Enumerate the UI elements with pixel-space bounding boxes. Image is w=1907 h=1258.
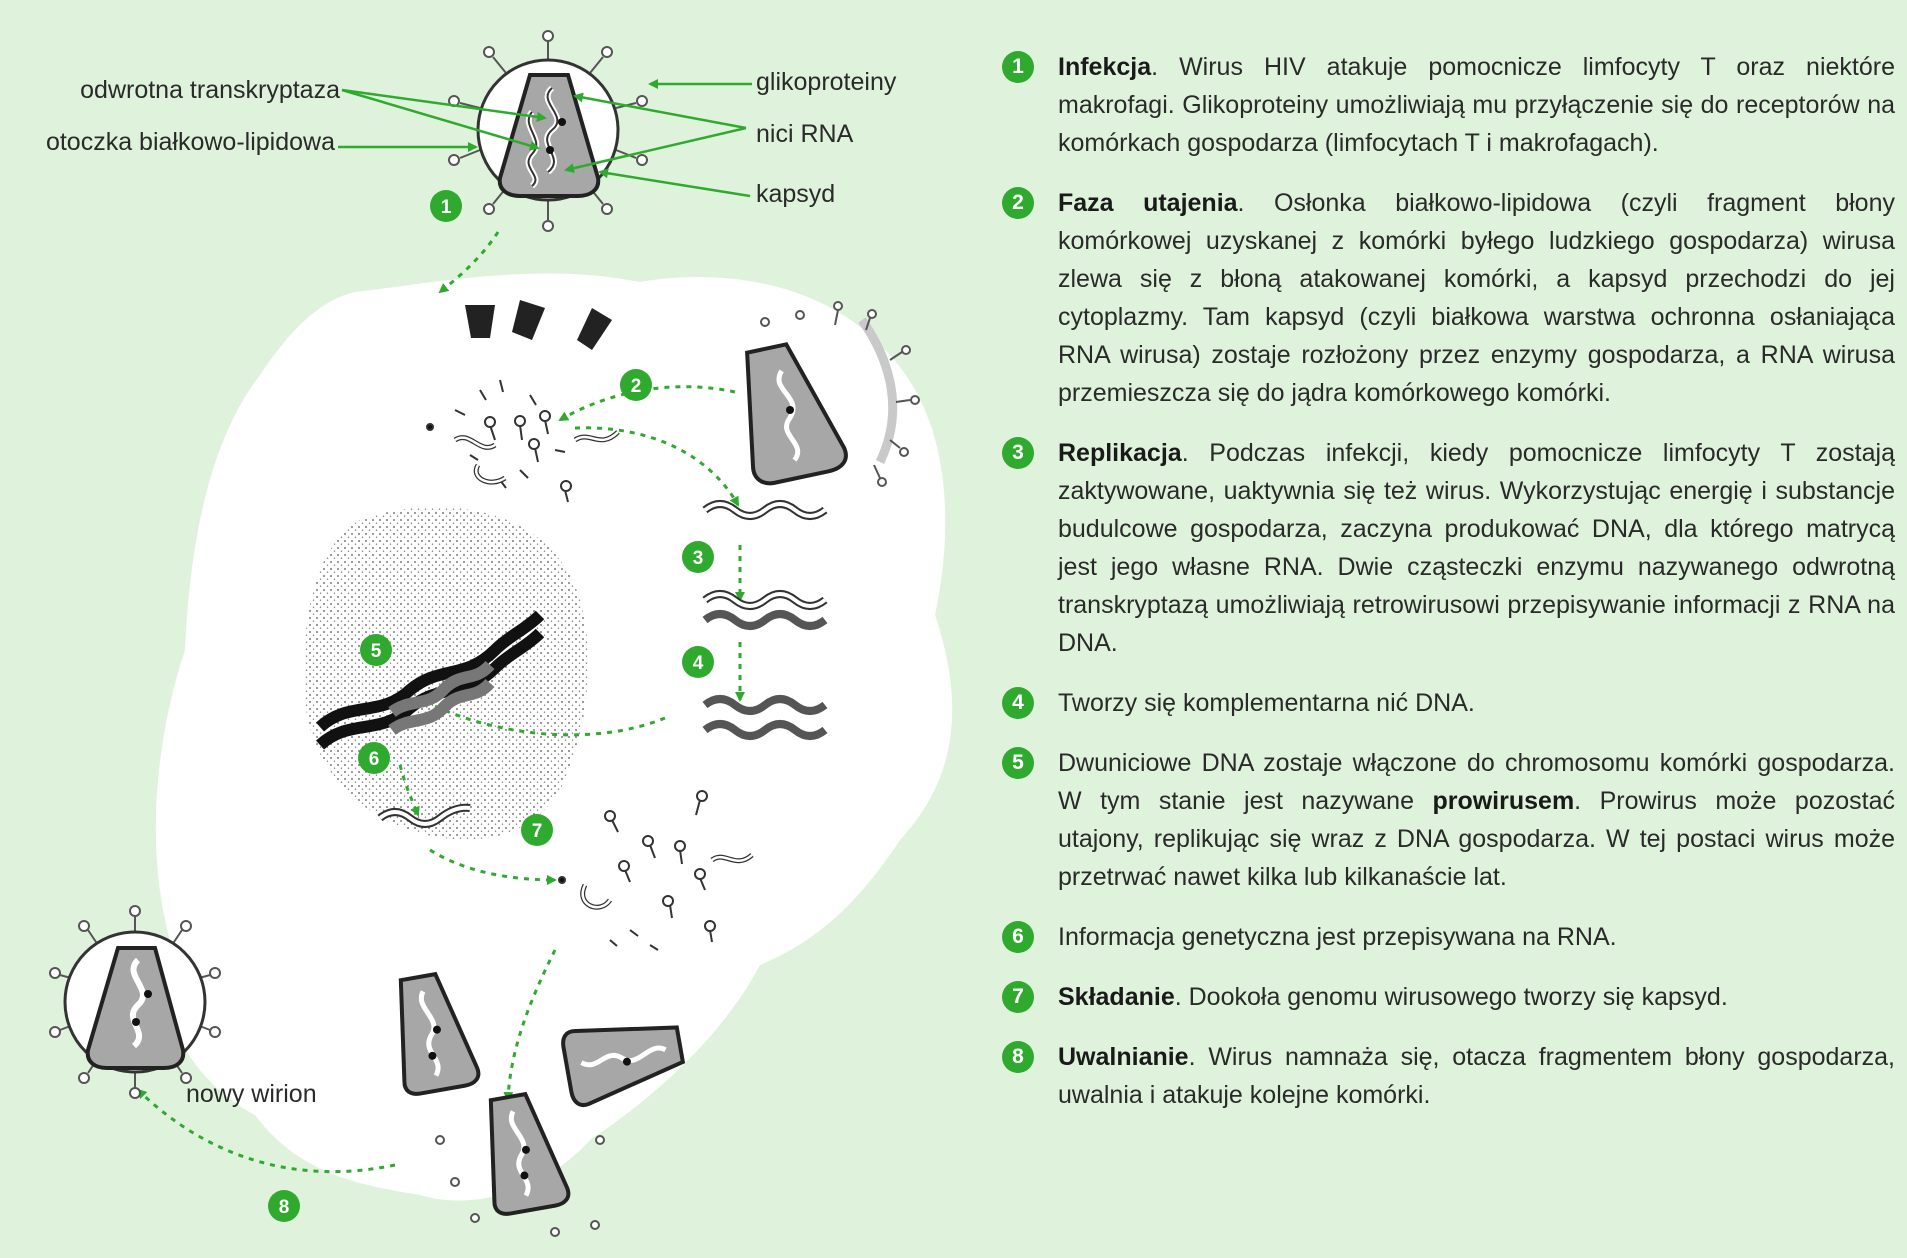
svg-text:5: 5: [371, 641, 382, 662]
step-3: 3 Replikacja. Podczas infekcji, kiedy po…: [1000, 434, 1895, 662]
step-number: 3: [1002, 437, 1034, 469]
step-1: 1 Infekcja. Wirus HIV atakuje pomocnicze…: [1000, 48, 1895, 162]
label-new-virion: nowy wirion: [186, 1080, 317, 1108]
marker-6: 6: [358, 742, 390, 774]
step-descriptions: 1 Infekcja. Wirus HIV atakuje pomocnicze…: [1000, 48, 1895, 1136]
label-reverse-transcriptase: odwrotna transkryptaza: [80, 76, 340, 104]
step-number: 2: [1002, 187, 1034, 219]
marker-8: 8: [268, 1190, 300, 1222]
step-2: 2 Faza utajenia. Osłonka białkowo-lipido…: [1000, 184, 1895, 412]
step-8: 8 Uwalnianie. Wirus namnaża się, otacza …: [1000, 1038, 1895, 1114]
step-title: Infekcja: [1058, 53, 1151, 81]
svg-text:2: 2: [631, 376, 642, 397]
svg-text:6: 6: [369, 749, 380, 770]
step-title: Faza utajenia: [1058, 189, 1238, 217]
step-4: 4 Tworzy się komplementarna nić DNA.: [1000, 684, 1895, 722]
label-rna-strands: nici RNA: [756, 120, 854, 148]
svg-text:7: 7: [532, 821, 543, 842]
step-7: 7 Składanie. Dookoła genomu wirusowego t…: [1000, 978, 1895, 1016]
marker-4: 4: [682, 646, 714, 678]
step-text: . Podczas infekcji, kiedy pomocnicze lim…: [1058, 439, 1895, 657]
step-text: Informacja genetyczna jest przepisywana …: [1058, 923, 1617, 951]
marker-2: 2: [620, 369, 652, 401]
step-number: 4: [1002, 687, 1034, 719]
step-text: . Osłonka białkowo-lipidowa (czyli fragm…: [1058, 189, 1895, 407]
marker-3: 3: [682, 541, 714, 573]
step-bold-term: prowirusem: [1432, 787, 1574, 815]
step-number: 6: [1002, 921, 1034, 953]
label-capsid: kapsyd: [756, 180, 835, 208]
step-title: Uwalnianie: [1058, 1043, 1189, 1071]
svg-text:8: 8: [279, 1197, 290, 1218]
step-number: 5: [1002, 747, 1034, 779]
marker-7: 7: [521, 814, 553, 846]
step-6: 6 Informacja genetyczna jest przepisywan…: [1000, 918, 1895, 956]
step-number: 1: [1002, 51, 1034, 83]
step-number: 7: [1002, 981, 1034, 1013]
label-envelope: otoczka białkowo-lipidowa: [46, 128, 335, 156]
svg-text:4: 4: [693, 653, 704, 674]
label-glycoproteins: glikoproteiny: [756, 68, 897, 96]
marker-1: 1: [430, 190, 462, 222]
step-5: 5 Dwuniciowe DNA zostaje włączone do chr…: [1000, 744, 1895, 896]
step-number: 8: [1002, 1041, 1034, 1073]
step-text: . Dookoła genomu wirusowego tworzy się k…: [1175, 983, 1728, 1011]
step-title: Replikacja: [1058, 439, 1182, 467]
svg-text:3: 3: [693, 548, 704, 569]
svg-text:1: 1: [441, 197, 452, 218]
step-text: Tworzy się komplementarna nić DNA.: [1058, 689, 1475, 717]
marker-5: 5: [360, 634, 392, 666]
step-title: Składanie: [1058, 983, 1175, 1011]
hiv-life-cycle-diagram: odwrotna transkryptaza otoczka białkowo-…: [0, 0, 990, 1258]
step-text: . Wirus HIV atakuje pomocnicze limfocyty…: [1058, 53, 1895, 157]
